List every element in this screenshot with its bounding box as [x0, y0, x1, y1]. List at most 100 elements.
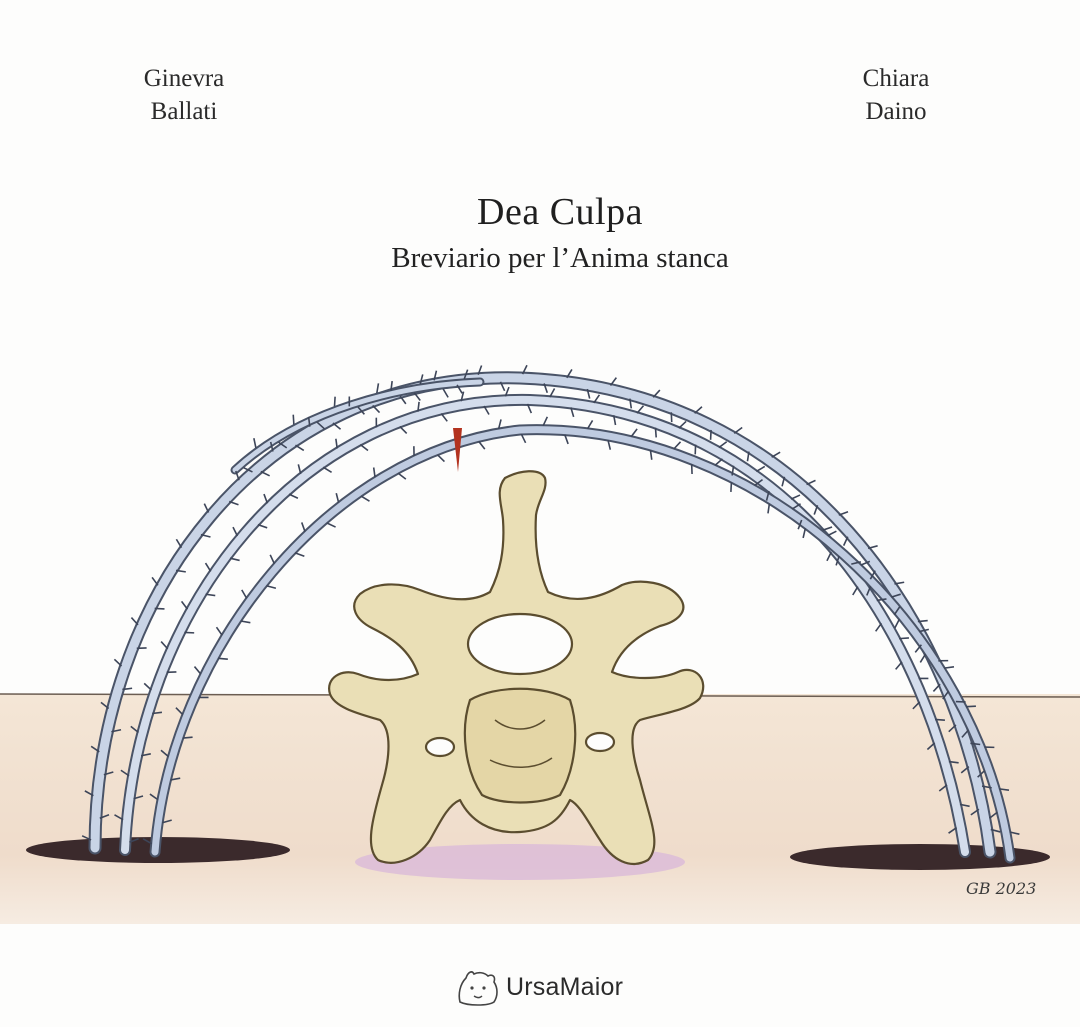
thorn [232, 526, 239, 537]
thorn [260, 470, 270, 477]
thorn [390, 380, 393, 391]
thorn [203, 503, 210, 513]
thorn [894, 581, 905, 585]
book-subtitle: Breviario per l’Anima stanca [391, 242, 729, 274]
thorn [586, 420, 594, 430]
thorn [478, 440, 486, 450]
author-left: Ginevra Ballati [94, 62, 274, 128]
thorn [652, 389, 661, 398]
thorn [151, 576, 159, 586]
thorn [636, 405, 645, 414]
thorn [876, 598, 887, 602]
blood-drop [453, 428, 462, 472]
thorn [566, 368, 573, 379]
thorn [152, 711, 163, 715]
thorn [919, 653, 927, 663]
thorn [673, 441, 682, 450]
thorn [175, 538, 183, 549]
thorn [292, 414, 295, 425]
thorn [360, 495, 370, 502]
bear-icon [458, 971, 498, 1006]
thorn [297, 464, 302, 475]
thorn [874, 622, 883, 632]
thorns [81, 364, 1020, 845]
thorn [266, 584, 277, 590]
thorn [497, 419, 502, 430]
thorn [241, 589, 248, 599]
thorn [852, 586, 859, 596]
thorn [81, 835, 92, 841]
thorn [316, 421, 325, 430]
thorn [399, 395, 407, 405]
thorn [521, 364, 528, 375]
thorn [322, 466, 332, 474]
thorn [149, 793, 159, 801]
thorn [253, 437, 257, 448]
thorn [140, 752, 151, 757]
vertebral-foramen [466, 612, 574, 676]
thorn [200, 533, 211, 538]
thorn [204, 562, 212, 572]
thorn [866, 586, 872, 596]
thorn [335, 492, 340, 503]
thorn [549, 388, 556, 398]
thorn [822, 526, 833, 531]
thorn [942, 690, 950, 700]
thorn [120, 769, 130, 777]
author-left-first-name: Ginevra [143, 65, 225, 92]
thorn [733, 426, 743, 434]
bone-shadow [355, 844, 685, 880]
thorn [543, 383, 549, 394]
thorn [180, 600, 189, 610]
thorn [99, 813, 110, 819]
thorn [607, 439, 612, 450]
author-right-first-name: Chiara [862, 65, 930, 92]
thorn [961, 729, 970, 738]
thorn [899, 637, 910, 640]
thorn [860, 560, 871, 566]
thorn [433, 370, 438, 381]
thorn [335, 438, 338, 449]
thorn [654, 427, 657, 438]
thorn [867, 545, 878, 550]
thorn [243, 466, 253, 473]
thorn [413, 392, 421, 401]
thorn [746, 451, 750, 462]
thorn [215, 626, 223, 636]
thorn [970, 742, 981, 746]
thorn [288, 493, 299, 500]
thorn [917, 619, 928, 623]
thorn [229, 557, 240, 562]
thorn [806, 479, 816, 486]
thorn [893, 606, 901, 616]
thorn [586, 388, 591, 399]
thorn [609, 377, 617, 386]
thorn [564, 434, 569, 445]
thorn [781, 476, 786, 487]
thorn [542, 416, 549, 427]
thorn [678, 420, 687, 429]
thorn [114, 814, 124, 821]
thorn [175, 707, 184, 716]
thorn [129, 838, 139, 843]
thorn [869, 570, 876, 580]
thorn [133, 795, 144, 800]
thorn [111, 728, 122, 733]
thorn [731, 465, 735, 476]
thorn [593, 394, 601, 404]
thorn [263, 493, 269, 504]
left-foramen [424, 736, 456, 758]
thorn [1009, 831, 1020, 835]
thorn [460, 391, 465, 402]
thorn [463, 369, 469, 380]
thorn [767, 503, 771, 514]
thorn [709, 429, 712, 440]
thorn [499, 381, 506, 392]
thorn [142, 838, 153, 845]
thorn [100, 701, 110, 710]
thorn [269, 441, 274, 452]
thorn [718, 441, 728, 449]
thorn [842, 536, 849, 546]
thorn [160, 641, 169, 650]
thorn [326, 522, 336, 528]
